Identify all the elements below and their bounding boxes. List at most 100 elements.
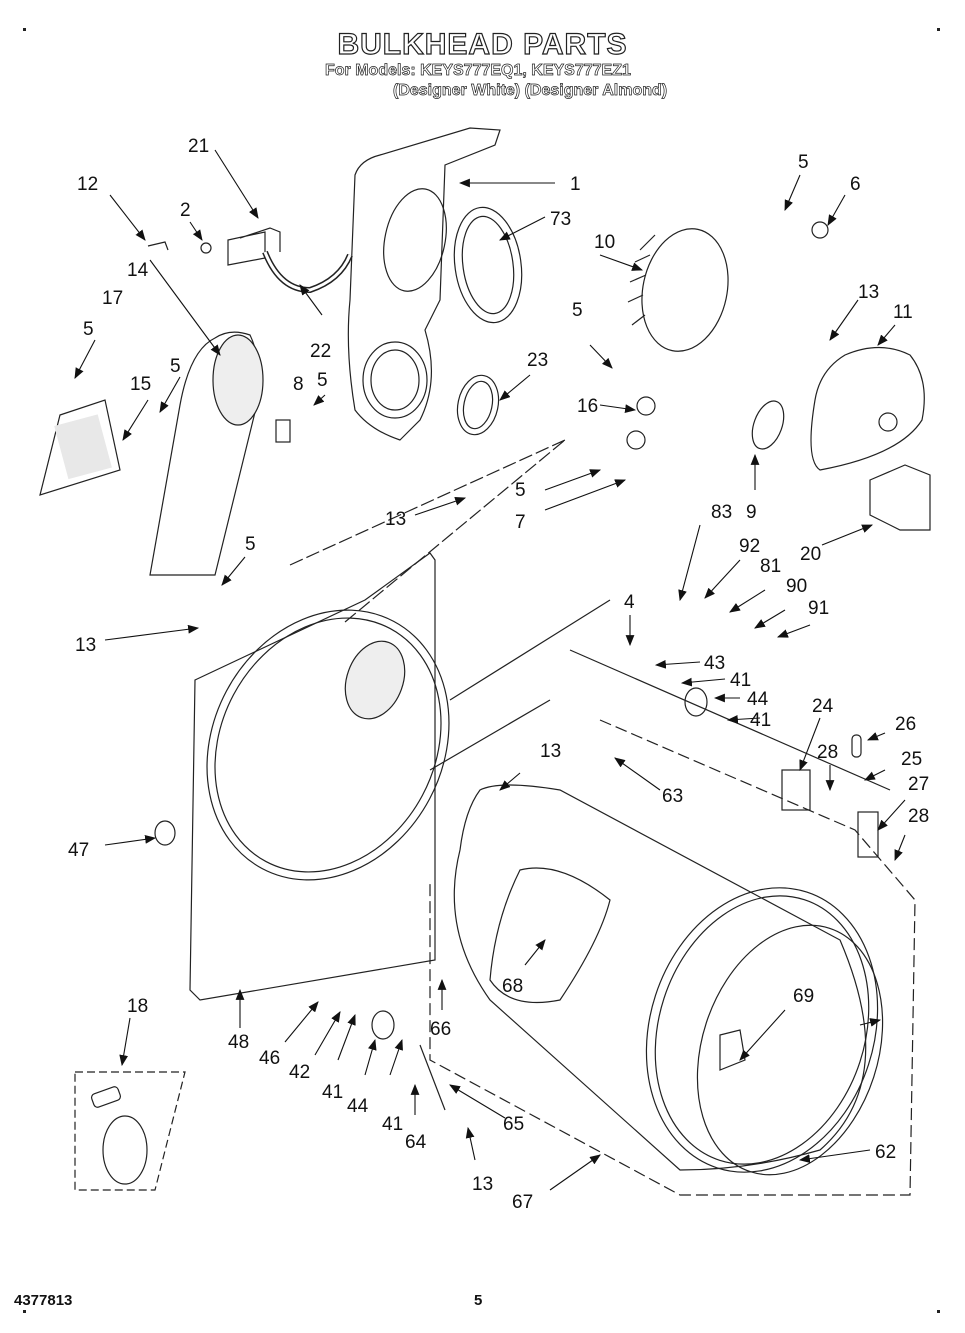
callout-24: 24 [812, 696, 834, 717]
callout-14: 14 [127, 260, 149, 281]
callout-13: 13 [75, 635, 96, 656]
callout-5: 5 [317, 370, 328, 391]
part-pulley-44-lower [371, 1010, 395, 1040]
callout-2: 2 [180, 200, 191, 221]
part-baffle-68 [489, 867, 611, 1004]
callout-91: 91 [808, 598, 829, 619]
callout-83: 83 [711, 502, 732, 523]
callout-7: 7 [515, 512, 526, 533]
part-gasket-73 [453, 206, 523, 324]
callout-64: 64 [405, 1132, 427, 1153]
callout-17: 17 [102, 288, 123, 309]
callout-12: 12 [77, 174, 98, 195]
callout-66: 66 [430, 1019, 451, 1040]
part-label-20 [869, 464, 931, 531]
callout-65: 65 [503, 1114, 524, 1135]
callout-28: 28 [817, 742, 838, 763]
callout-63: 63 [662, 786, 683, 807]
callout-5: 5 [83, 319, 94, 340]
callout-13: 13 [540, 741, 561, 762]
callout-22: 22 [310, 341, 331, 362]
part-mount-7 [626, 430, 646, 450]
part-roller-47 [154, 820, 176, 846]
callout-23: 23 [527, 350, 548, 371]
part-baffle-69 [719, 1029, 746, 1071]
callout-8: 8 [293, 374, 304, 395]
part-bulkhead-duct [347, 127, 501, 441]
callout-4: 4 [624, 592, 635, 613]
callout-44: 44 [347, 1096, 369, 1117]
registration-mark-bottom-right [937, 1310, 940, 1313]
part-mount-16 [636, 396, 656, 416]
registration-mark-bottom-left [23, 1310, 26, 1313]
callout-1: 1 [570, 174, 581, 195]
models-line: For Models: KEYS777EQ1, KEYS777EZ1 [325, 62, 632, 80]
part-lamp-26 [851, 734, 862, 758]
part-seal-9 [751, 400, 785, 450]
registration-mark-top-right [937, 28, 940, 31]
registration-mark-top-left [23, 28, 26, 31]
part-kit-18 [74, 1071, 186, 1191]
variants-line: (Designer White) (Designer Almond) [393, 82, 668, 100]
part-pulley-44-upper [684, 687, 708, 717]
part-rod-64 [419, 1044, 446, 1111]
callout-42: 42 [289, 1062, 310, 1083]
callout-90: 90 [786, 576, 807, 597]
callout-41: 41 [382, 1114, 403, 1135]
callout-25: 25 [901, 749, 922, 770]
callout-48: 48 [228, 1032, 249, 1053]
callout-27: 27 [908, 774, 929, 795]
callout-5: 5 [515, 480, 526, 501]
part-bracket-27 [857, 811, 879, 858]
callout-69: 69 [793, 986, 814, 1007]
part-filter-17 [39, 399, 121, 496]
callout-46: 46 [259, 1048, 280, 1069]
part-panel-opening [206, 609, 450, 881]
callout-47: 47 [68, 840, 89, 861]
part-seal-23 [456, 374, 500, 436]
callout-5: 5 [170, 356, 181, 377]
callout-13: 13 [385, 509, 406, 530]
callout-16: 16 [577, 396, 598, 417]
callout-13: 13 [858, 282, 879, 303]
document-number: 4377813 [14, 1292, 73, 1309]
callout-41: 41 [322, 1082, 343, 1103]
callout-73: 73 [550, 209, 571, 230]
part-duct-lower-opening [362, 341, 428, 419]
callout-41: 41 [730, 670, 751, 691]
part-blower-housing-11 [810, 346, 925, 471]
part-lint-screen [212, 334, 264, 426]
callout-21: 21 [188, 136, 209, 157]
callout-68: 68 [502, 976, 523, 997]
part-bracket-8 [275, 419, 291, 443]
callout-5: 5 [572, 300, 583, 321]
callout-28: 28 [908, 806, 929, 827]
part-mount-6 [811, 221, 829, 239]
callout-81: 81 [760, 556, 781, 577]
callout-5: 5 [245, 534, 256, 555]
callout-9: 9 [746, 502, 757, 523]
part-exhaust-21 [227, 227, 281, 266]
callout-41: 41 [750, 710, 771, 731]
callout-44: 44 [747, 689, 769, 710]
callout-20: 20 [800, 544, 821, 565]
callout-26: 26 [895, 714, 916, 735]
callout-13: 13 [472, 1174, 493, 1195]
part-clip-12 [147, 241, 169, 251]
callout-10: 10 [594, 232, 615, 253]
callout-15: 15 [130, 374, 151, 395]
page-number: 5 [474, 1292, 483, 1309]
callout-92: 92 [739, 536, 760, 557]
part-fan-10 [641, 228, 729, 352]
callout-67: 67 [512, 1192, 533, 1213]
callout-11: 11 [893, 302, 913, 323]
part-switch-24 [781, 769, 811, 811]
part-hose-22 [262, 250, 353, 294]
part-front-panel-48 [189, 552, 436, 1001]
part-drum-67 [453, 784, 867, 1171]
part-drum-ring-62 [645, 887, 879, 1173]
part-duct-upper-opening [383, 188, 447, 292]
part-screw-2 [200, 242, 212, 254]
callout-62: 62 [875, 1142, 896, 1163]
page-title: BULKHEAD PARTS [337, 27, 628, 61]
